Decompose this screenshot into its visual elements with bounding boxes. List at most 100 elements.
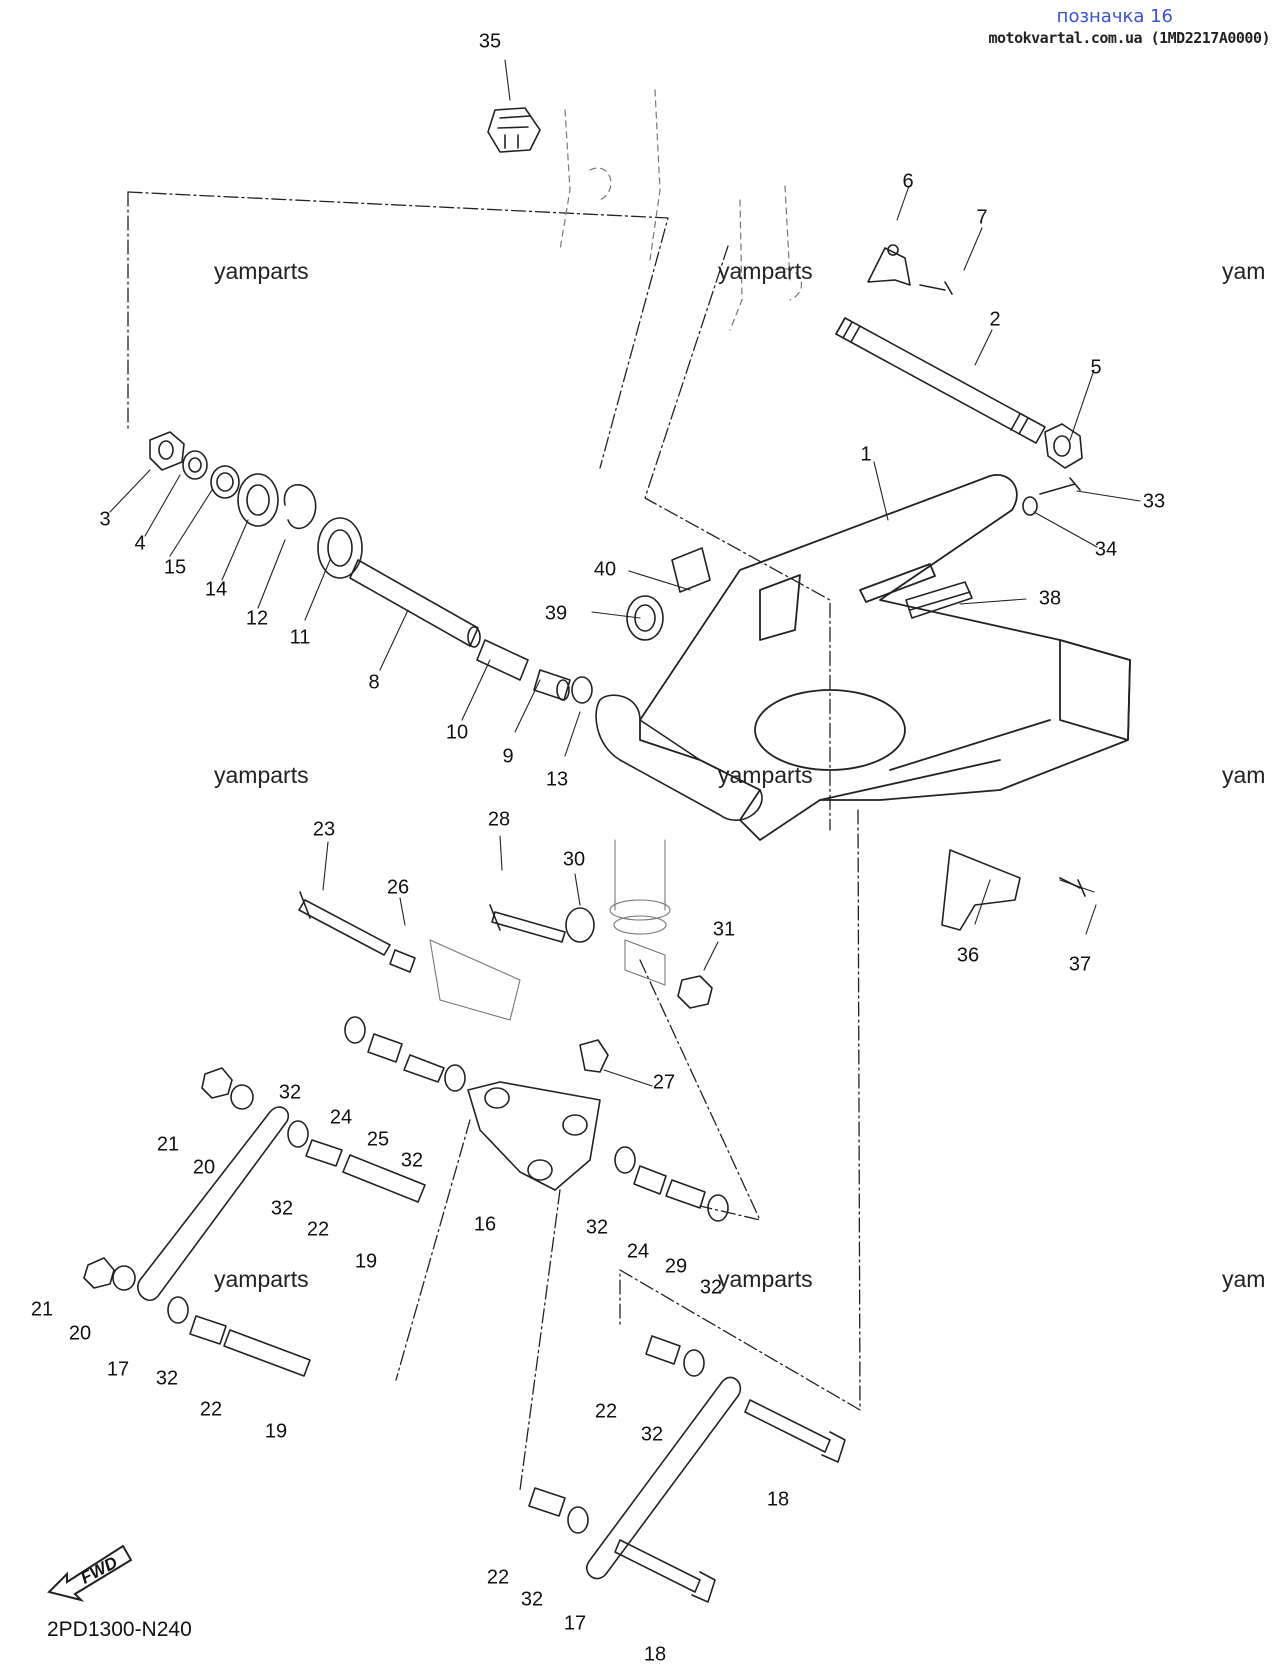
callout-2: 2 — [989, 308, 1001, 331]
callout-22: 22 — [486, 1566, 510, 1589]
callout-25: 25 — [366, 1128, 390, 1151]
part-32-seal — [287, 1120, 309, 1148]
callout-22: 22 — [594, 1400, 618, 1423]
callout-37: 37 — [1068, 953, 1092, 976]
part-21-nut — [201, 1067, 233, 1099]
callout-6: 6 — [902, 170, 914, 193]
callout-17: 17 — [106, 1358, 130, 1381]
watermark: yamparts — [718, 762, 813, 788]
callout-11: 11 — [289, 626, 311, 649]
callout-27: 27 — [652, 1071, 676, 1094]
part-24-bearing — [367, 1033, 403, 1063]
callout-22: 22 — [199, 1398, 223, 1421]
callout-7: 7 — [976, 206, 988, 229]
part-18-bolt — [744, 1399, 846, 1463]
part-5-nut — [1044, 423, 1083, 469]
part-28-bolt — [489, 904, 566, 943]
part-33-bolt — [1039, 477, 1081, 495]
part-22-bearing — [528, 1487, 566, 1517]
callout-36: 36 — [956, 944, 980, 967]
callout-33: 33 — [1142, 490, 1166, 513]
part-7-bolt — [919, 281, 953, 295]
part-31-nut — [677, 975, 713, 1009]
part-32-seal — [683, 1349, 705, 1377]
part-17-link-rod — [586, 1376, 742, 1580]
part-29-collar — [665, 1179, 706, 1209]
frame-bracket-ghost — [429, 939, 521, 1021]
diagram-code: 2PD1300-N240 — [47, 1618, 192, 1641]
part-19-collar — [342, 1154, 426, 1203]
part-17-link-rod — [137, 1106, 290, 1302]
part-38-chain-block — [905, 581, 973, 619]
part-15-collar — [210, 465, 240, 499]
callout-1: 1 — [860, 443, 872, 466]
part-22-bearing — [305, 1139, 343, 1167]
part-27-collar — [579, 1039, 609, 1073]
callout-38: 38 — [1038, 587, 1062, 610]
part-12-circlip — [283, 484, 317, 530]
callout-10: 10 — [445, 721, 469, 744]
part-6-bracket — [867, 244, 911, 286]
part-14-oil-seal — [237, 473, 279, 527]
callout-28: 28 — [487, 808, 511, 831]
callout-12: 12 — [245, 607, 269, 630]
part-40-sticker — [671, 547, 711, 593]
shock-absorber-ghost — [609, 839, 671, 986]
part-36-chain-guard — [941, 849, 1021, 931]
watermark-partial: yam — [1222, 1266, 1266, 1292]
watermark: yamparts — [718, 1266, 813, 1292]
fwd-arrow-icon: FWD — [47, 1544, 133, 1602]
callout-19: 19 — [354, 1250, 378, 1273]
callout-4: 4 — [134, 532, 146, 555]
callout-18: 18 — [643, 1643, 667, 1666]
part-19-collar — [223, 1329, 311, 1377]
callout-20: 20 — [68, 1322, 92, 1345]
part-30-collar — [565, 907, 595, 943]
part-8-collar — [349, 559, 481, 648]
part-20-washer — [230, 1084, 254, 1110]
part-21-nut — [83, 1257, 115, 1289]
part-16-relay-arm — [467, 1081, 601, 1191]
part-39-seal — [626, 595, 664, 641]
callout-29: 29 — [664, 1255, 688, 1278]
part-18-bolt — [614, 1539, 716, 1603]
callout-34: 34 — [1094, 538, 1118, 561]
watermark: yamparts — [214, 1266, 309, 1292]
callout-35: 35 — [478, 30, 502, 53]
assembly-guide-lines — [127, 191, 861, 1491]
part-9-bearing — [533, 669, 571, 701]
part-32-seal — [444, 1064, 466, 1092]
callout-39: 39 — [544, 602, 568, 625]
callout-20: 20 — [192, 1156, 216, 1179]
callout-21: 21 — [30, 1298, 54, 1321]
callout-3: 3 — [99, 508, 111, 531]
watermark-partial: yam — [1222, 258, 1266, 284]
callout-30: 30 — [562, 848, 586, 871]
part-2-pivot-shaft — [835, 317, 1046, 444]
part-22-bearing — [645, 1335, 681, 1365]
callout-9: 9 — [502, 745, 514, 768]
part-35-cap — [487, 107, 541, 153]
part-22-bearing — [189, 1315, 227, 1345]
pivot-boss — [595, 694, 763, 821]
callout-26: 26 — [386, 876, 410, 899]
callout-18: 18 — [766, 1488, 790, 1511]
callout-14: 14 — [204, 578, 228, 601]
part-4-washer — [182, 450, 208, 480]
part-25-collar — [403, 1054, 445, 1083]
callout-15: 15 — [163, 556, 187, 579]
part-10-bushing — [476, 639, 529, 681]
site-reference: motokvartal.com.ua (1MD2217A0000) — [988, 29, 1270, 47]
part-34-washer — [1022, 496, 1038, 516]
part-3-nut — [149, 431, 185, 471]
callout-8: 8 — [368, 671, 380, 694]
fwd-label: FWD — [77, 1553, 120, 1588]
callout-32: 32 — [270, 1197, 294, 1220]
callout-32: 32 — [585, 1216, 609, 1239]
callout-32: 32 — [520, 1588, 544, 1611]
leader-lines — [109, 59, 1141, 1087]
watermark: yamparts — [214, 762, 309, 788]
callout-13: 13 — [545, 768, 569, 791]
part-32-seal — [344, 1016, 366, 1044]
callout-23: 23 — [312, 818, 336, 841]
